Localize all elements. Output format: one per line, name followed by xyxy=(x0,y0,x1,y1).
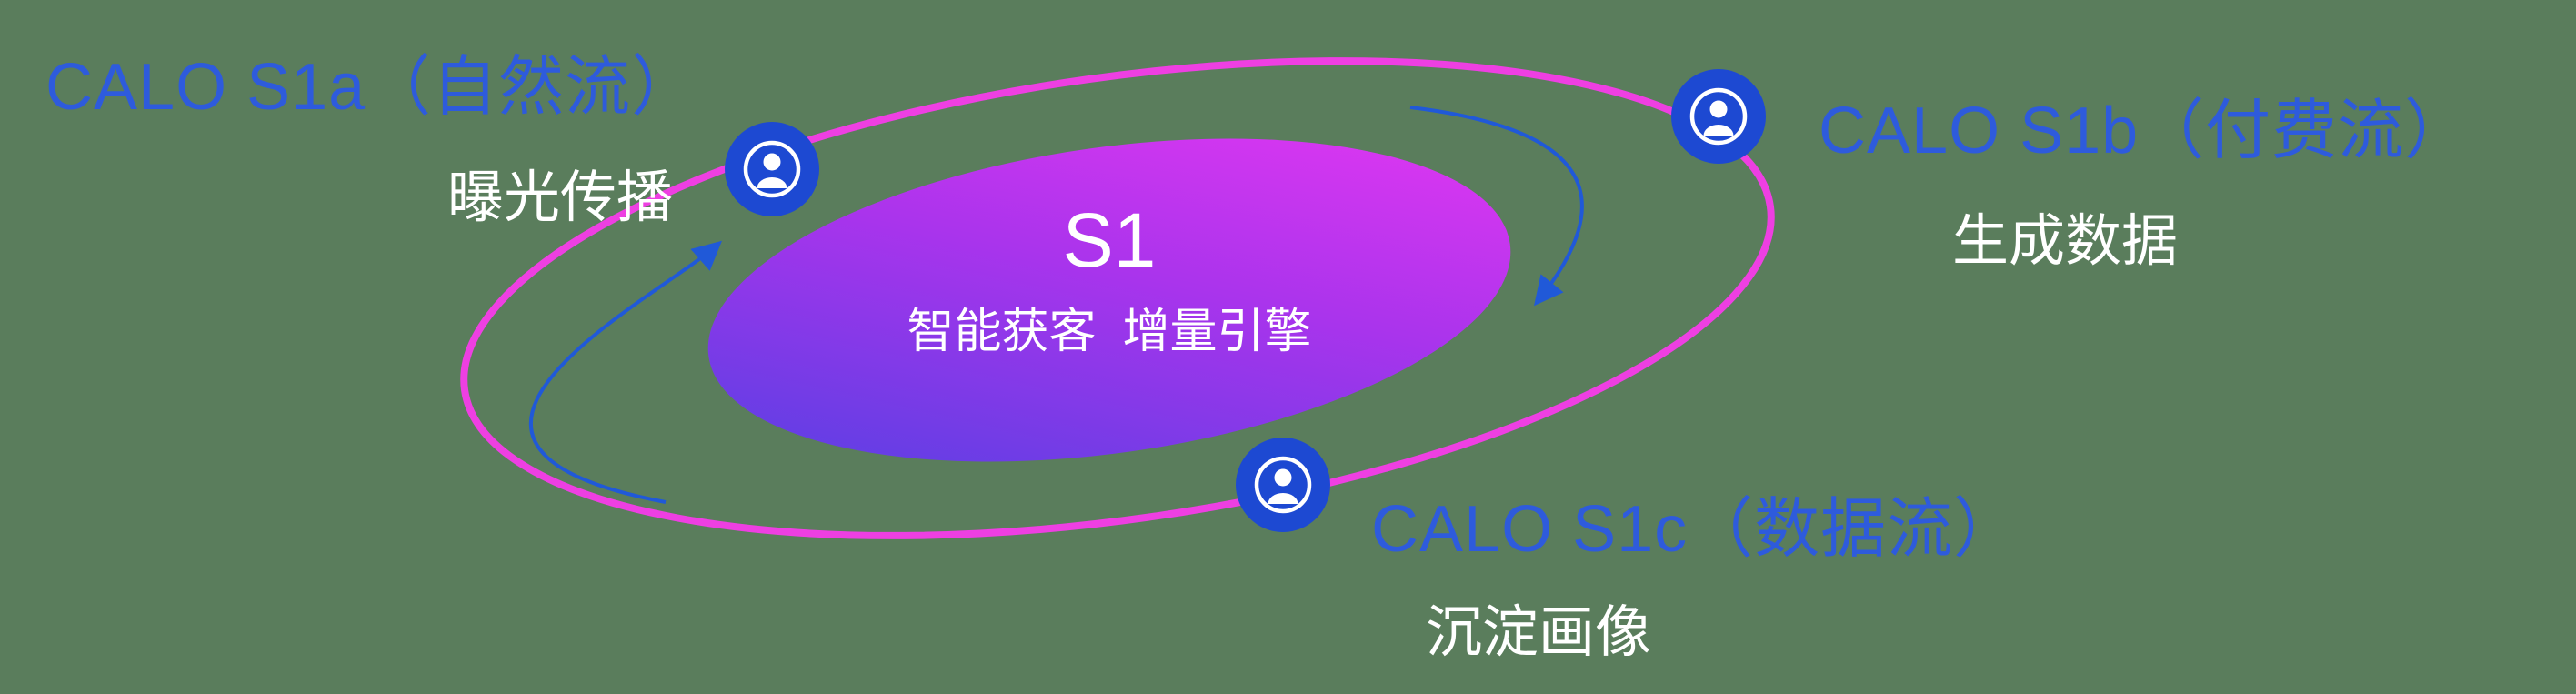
label-s1b: CALO S1b（付费流） xyxy=(1819,95,2471,167)
icon-person-body xyxy=(757,177,787,188)
orbit-ring xyxy=(460,57,1775,539)
core-subtitle: 智能获客 增量引擎 xyxy=(907,306,1312,359)
sublabel-s1a: 曝光传播 xyxy=(447,166,674,229)
flow-arrow-right xyxy=(1409,106,1584,307)
sublabel-s1c: 沉淀画像 xyxy=(1426,601,1652,664)
icon-person-body xyxy=(1703,125,1734,136)
sublabel-s1b: 生成数据 xyxy=(1952,210,2179,273)
label-s1a: CALO S1a（自然流） xyxy=(45,51,698,124)
core-title: S1 xyxy=(1062,197,1157,283)
icon-ring xyxy=(743,140,801,198)
icon-person-head xyxy=(1709,100,1728,118)
user-circle-icon-s1c xyxy=(1236,438,1330,532)
icon-ring xyxy=(1254,456,1312,514)
icon-person-head xyxy=(763,153,781,171)
core-text: S1 智能获客 增量引擎 xyxy=(837,200,1382,361)
icon-ring xyxy=(1689,87,1748,146)
icon-person-head xyxy=(1274,468,1292,487)
core-gradient-ellipse xyxy=(707,138,1511,462)
user-circle-icon-s1a xyxy=(725,122,819,216)
user-circle-icon-s1b xyxy=(1671,69,1766,164)
label-s1c: CALO S1c（数据流） xyxy=(1371,493,2020,566)
flow-arrow-left xyxy=(529,240,723,504)
icon-person-body xyxy=(1268,493,1298,504)
